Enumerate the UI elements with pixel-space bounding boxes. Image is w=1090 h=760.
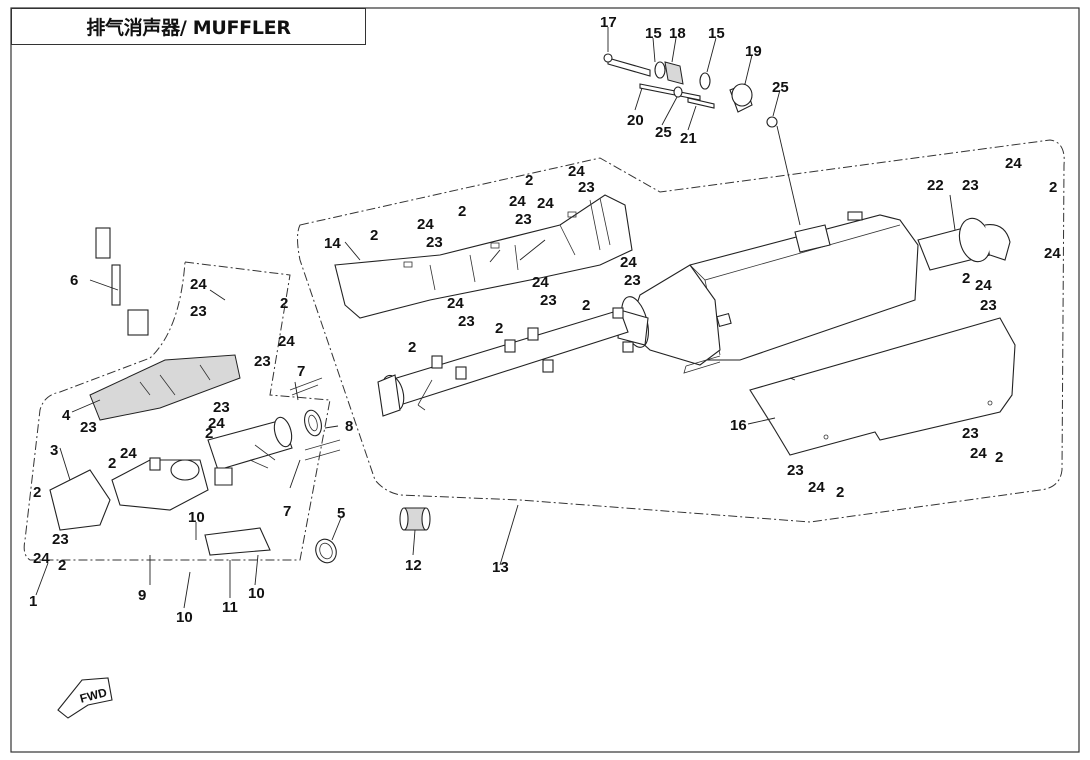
callout-label: 15 — [708, 25, 725, 42]
assembly-13-outline — [297, 139, 1065, 523]
callout-label: 23 — [213, 399, 230, 416]
callout-label: 24 — [1044, 245, 1061, 262]
callout-label: 2 — [205, 425, 213, 442]
callout-label: 10 — [188, 509, 205, 526]
callout-label: 2 — [108, 455, 116, 472]
callout-label: 23 — [80, 419, 97, 436]
callout-label: 9 — [138, 587, 146, 604]
callout-label: 2 — [1049, 179, 1057, 196]
callout-label: 24 — [970, 445, 987, 462]
callout-label: 6 — [70, 272, 78, 289]
callout-label: 24 — [532, 274, 549, 291]
mid-pipe — [377, 307, 634, 417]
callout-label: 10 — [176, 609, 193, 626]
callout-label: 15 — [645, 25, 662, 42]
callout-label: 23 — [254, 353, 271, 370]
callout-label: 2 — [458, 203, 466, 220]
callout-labels: 17 15 18 15 19 25 20 25 21 24 2 24 23 2 … — [29, 14, 1061, 626]
callout-label: 25 — [772, 79, 789, 96]
callout-label: 21 — [680, 130, 697, 147]
callout-label: 2 — [370, 227, 378, 244]
callout-label: 24 — [33, 550, 50, 567]
callout-label: 12 — [405, 557, 422, 574]
front-pipe — [207, 377, 341, 471]
leader-lines — [35, 27, 956, 609]
callout-label: 24 — [417, 216, 434, 233]
callout-label: 2 — [525, 172, 533, 189]
callout-label: 23 — [190, 303, 207, 320]
outer-border — [10, 7, 1080, 753]
callout-label: 23 — [540, 292, 557, 309]
hanger-assembly — [603, 53, 778, 128]
callout-label: 23 — [962, 177, 979, 194]
manifold-and-shield-4 — [49, 354, 271, 556]
callout-label: 8 — [345, 418, 353, 435]
tail-pipe-22 — [917, 217, 1011, 271]
callout-label: 2 — [280, 295, 288, 312]
callout-label: 23 — [52, 531, 69, 548]
callout-label: 23 — [515, 211, 532, 228]
callout-label: 23 — [962, 425, 979, 442]
callout-label: 24 — [509, 193, 526, 210]
callout-label: 2 — [408, 339, 416, 356]
o2-sensor-6 — [95, 227, 149, 336]
callout-label: 24 — [537, 195, 554, 212]
callout-label: 23 — [624, 272, 641, 289]
callout-label: 23 — [426, 234, 443, 251]
assembly-1-outline — [23, 261, 331, 561]
callout-label: 20 — [627, 112, 644, 129]
catalyst-section — [617, 264, 721, 374]
callout-label: 23 — [787, 462, 804, 479]
gasket-5-inner — [319, 542, 333, 560]
bushing-12 — [399, 507, 431, 531]
callout-label: 7 — [283, 503, 291, 520]
heat-shield-14 — [334, 194, 633, 319]
callout-label: 25 — [655, 124, 672, 141]
callout-label: 3 — [50, 442, 58, 459]
callout-label: 24 — [447, 295, 464, 312]
callout-label: 4 — [62, 407, 71, 424]
gasket-5 — [315, 538, 337, 564]
callout-label: 2 — [33, 484, 41, 501]
callout-label: 2 — [995, 449, 1003, 466]
callout-label: 2 — [962, 270, 970, 287]
callout-label: 14 — [324, 235, 341, 252]
callout-label: 24 — [208, 415, 225, 432]
fwd-label: FWD — [78, 685, 108, 706]
callout-label: 24 — [568, 163, 585, 180]
callout-label: 7 — [297, 363, 305, 380]
callout-label: 22 — [927, 177, 944, 194]
callout-label: 11 — [222, 599, 238, 616]
callout-label: 5 — [337, 505, 345, 522]
callout-label: 24 — [620, 254, 637, 271]
callout-label: 24 — [120, 445, 137, 462]
heat-shield-16 — [749, 317, 1016, 456]
fwd-arrow: FWD — [57, 677, 113, 719]
callout-label: 24 — [808, 479, 825, 496]
callout-label: 2 — [58, 557, 66, 574]
callout-label: 17 — [600, 14, 617, 31]
callout-label: 23 — [980, 297, 997, 314]
callout-label: 2 — [582, 297, 590, 314]
callout-label: 10 — [248, 585, 265, 602]
callout-label: 23 — [578, 179, 595, 196]
callout-label: 24 — [278, 333, 295, 350]
callout-label: 1 — [29, 593, 37, 610]
page-title: 排气消声器/ MUFFLER — [11, 8, 366, 45]
callout-label: 24 — [1005, 155, 1022, 172]
callout-label: 24 — [190, 276, 207, 293]
callout-label: 18 — [669, 25, 686, 42]
callout-label: 24 — [975, 277, 992, 294]
callout-label: 2 — [836, 484, 844, 501]
callout-label: 23 — [458, 313, 475, 330]
callout-label: 13 — [492, 559, 509, 576]
callout-label: 2 — [495, 320, 503, 337]
callout-label: 19 — [745, 43, 762, 60]
callout-label: 16 — [730, 417, 747, 434]
